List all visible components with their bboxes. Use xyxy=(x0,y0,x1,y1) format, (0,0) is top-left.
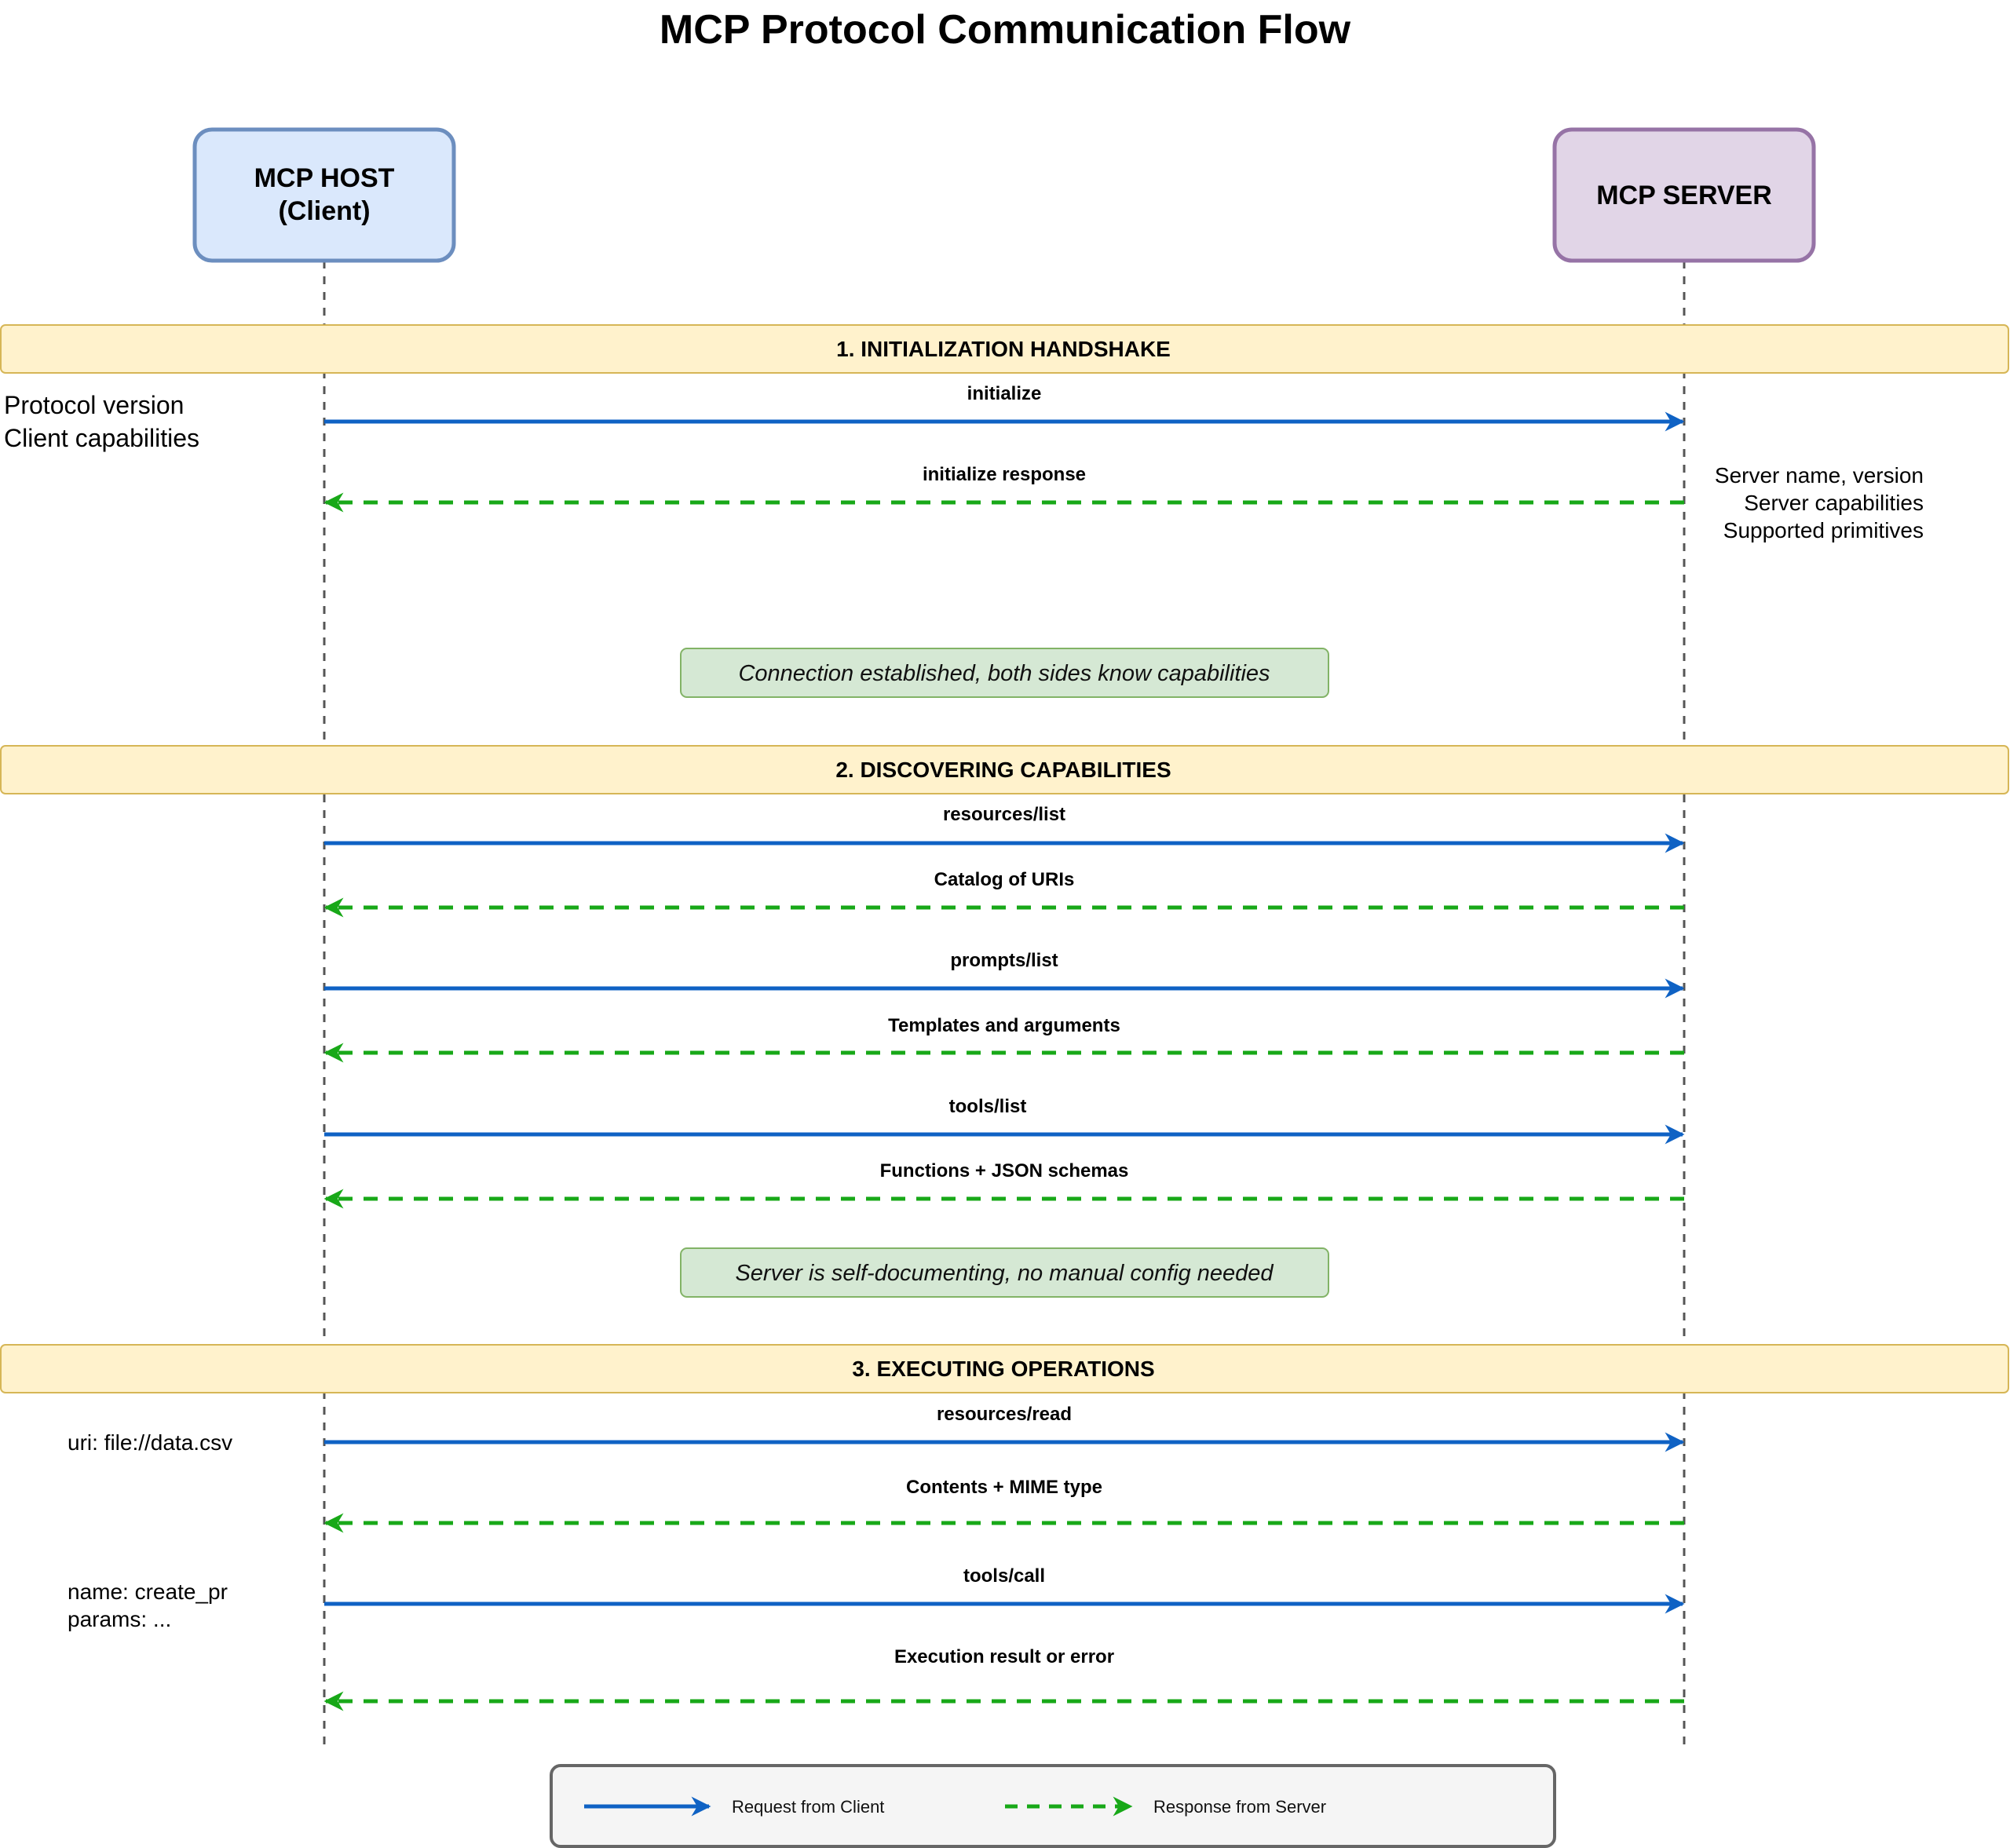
side-note-client: Protocol version xyxy=(4,391,184,419)
host-actor-subtitle: (Client) xyxy=(278,196,370,226)
phase-banner-initialization: 1. INITIALIZATION HANDSHAKE xyxy=(0,324,2009,374)
legend-request-label: Request from Client xyxy=(732,1797,884,1817)
message-label: Contents + MIME type xyxy=(906,1477,1102,1498)
message-label: tools/list xyxy=(949,1096,1027,1117)
note-connection-established: Connection established, both sides know … xyxy=(680,648,1329,698)
note-text: Connection established, both sides know … xyxy=(738,661,1270,686)
message-label: tools/call xyxy=(963,1565,1045,1587)
host-actor-title: MCP HOST xyxy=(254,163,395,193)
side-note-server: Server name, version xyxy=(1715,463,1924,488)
server-actor: MCP SERVER xyxy=(1552,127,1816,263)
diagram-title: MCP Protocol Communication Flow xyxy=(660,7,1351,53)
side-note-client: uri: file://data.csv xyxy=(68,1430,232,1455)
note-text: Server is self-documenting, no manual co… xyxy=(735,1261,1274,1286)
server-actor-title: MCP SERVER xyxy=(1596,181,1772,210)
legend: Request from Client Response from Server xyxy=(550,1764,1556,1848)
message-label: resources/read xyxy=(937,1404,1072,1425)
message-label: initialize response xyxy=(923,464,1086,485)
note-self-documenting: Server is self-documenting, no manual co… xyxy=(680,1247,1329,1298)
side-note-client: Client capabilities xyxy=(4,424,199,452)
message-label: resources/list xyxy=(943,804,1065,825)
phase-label: 1. INITIALIZATION HANDSHAKE xyxy=(836,337,1171,361)
side-note-server: Server capabilities xyxy=(1744,491,1924,515)
phase-banner-discovering: 2. DISCOVERING CAPABILITIES xyxy=(0,745,2009,794)
side-note-server: Supported primitives xyxy=(1723,518,1924,542)
phase-banner-executing: 3. EXECUTING OPERATIONS xyxy=(0,1344,2009,1393)
phase-label: 2. DISCOVERING CAPABILITIES xyxy=(835,758,1171,782)
legend-response-label: Response from Server xyxy=(1153,1797,1326,1817)
message-label: Execution result or error xyxy=(894,1646,1114,1667)
message-label: prompts/list xyxy=(950,950,1058,971)
message-label: initialize xyxy=(967,383,1042,404)
phase-label: 3. EXECUTING OPERATIONS xyxy=(852,1357,1154,1381)
host-actor: MCP HOST (Client) xyxy=(192,127,456,263)
message-label: Templates and arguments xyxy=(888,1015,1120,1036)
message-label: Catalog of URIs xyxy=(934,869,1075,890)
side-note-client: name: create_pr xyxy=(68,1580,228,1604)
message-label: Functions + JSON schemas xyxy=(880,1160,1129,1181)
side-note-client: params: ... xyxy=(68,1607,171,1631)
